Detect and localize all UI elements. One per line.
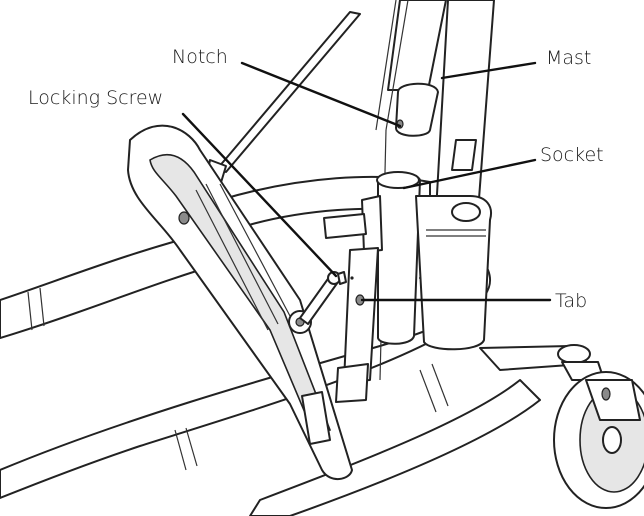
callout-labels: Notch Mast Locking Screw Socket Tab [28,46,604,312]
footrest-frame [127,124,353,480]
mast-label: Mast [546,47,591,69]
socket-label: Socket [540,144,604,166]
caster-wheel [479,344,644,509]
locking-screw-label: Locking Screw [28,87,163,109]
mast-leader [440,61,537,80]
tab-label: Tab [555,290,587,312]
base-frame [0,175,541,516]
socket-leader [402,158,537,190]
leader-lines [181,61,552,302]
locking-screw [299,271,354,325]
notch-label: Notch [172,46,228,68]
locking-screw-leader [181,112,338,278]
notch-leader [240,61,402,128]
